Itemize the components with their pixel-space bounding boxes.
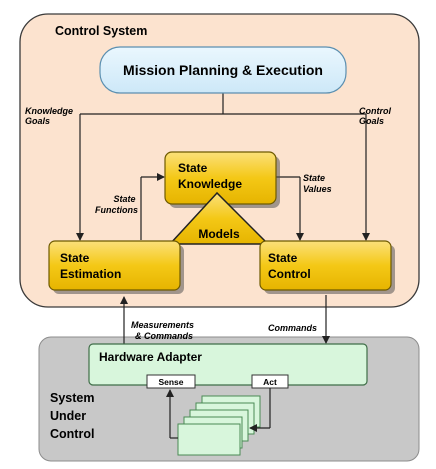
state-knowledge-label: State Knowledge bbox=[178, 161, 242, 191]
hardware-device-stack bbox=[177, 395, 261, 456]
state-values-label: State Values bbox=[303, 173, 332, 194]
goal-connectors bbox=[76, 93, 370, 241]
mission-planning-label: Mission Planning & Execution bbox=[123, 62, 323, 78]
commands-label: Commands bbox=[268, 323, 317, 333]
state-control-box bbox=[259, 240, 392, 291]
state-estimation-box bbox=[48, 240, 181, 291]
models-triangle bbox=[168, 191, 270, 245]
models-label: Models bbox=[198, 227, 240, 241]
act-label: Act bbox=[263, 377, 277, 387]
sense-arrow bbox=[166, 389, 178, 439]
state-estimation-label: State Estimation bbox=[60, 251, 121, 281]
sense-label: Sense bbox=[158, 377, 183, 387]
act-arrow bbox=[249, 388, 271, 432]
state-functions-arrow bbox=[140, 173, 165, 240]
control-goals-label: Control Goals bbox=[359, 106, 394, 126]
measurements-label: Measurements & Commands bbox=[131, 320, 197, 341]
state-functions-label: State Functions bbox=[95, 194, 138, 215]
knowledge-goals-label: Knowledge Goals bbox=[25, 106, 76, 126]
system-under-control-title: System Under Control bbox=[50, 391, 98, 441]
state-control-label: State Control bbox=[268, 251, 311, 281]
hardware-adapter-label: Hardware Adapter bbox=[99, 350, 202, 364]
control-system-title: Control System bbox=[55, 24, 147, 38]
sense-tab bbox=[146, 374, 196, 389]
mission-planning-box bbox=[99, 46, 347, 94]
